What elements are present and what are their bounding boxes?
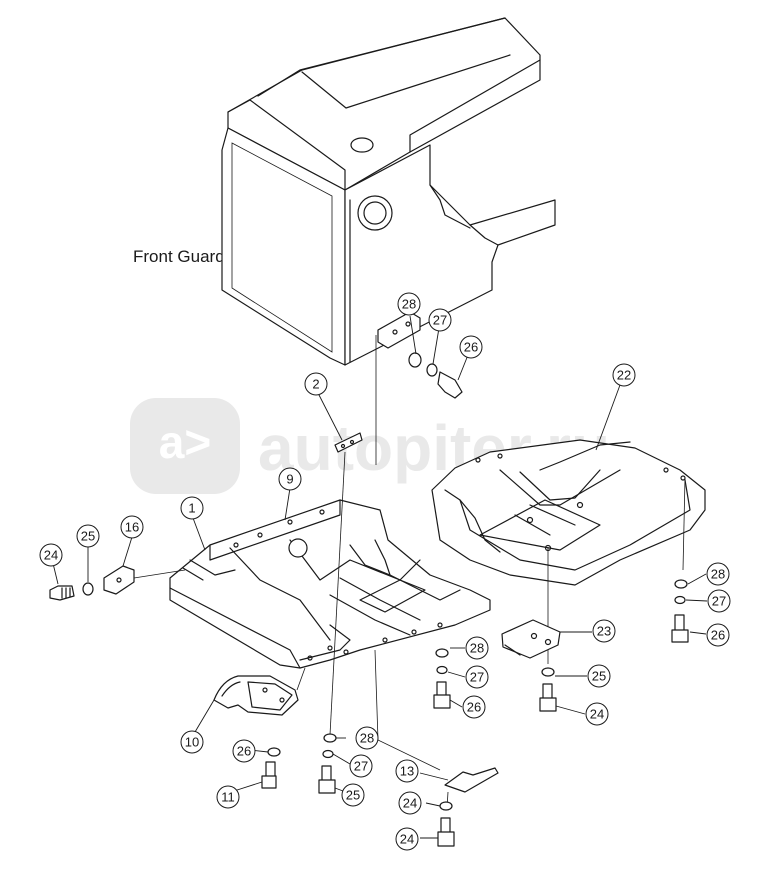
- callout-11: 11: [216, 785, 240, 809]
- svg-text:16: 16: [125, 520, 139, 535]
- callout-26-right: 26: [706, 623, 730, 647]
- svg-text:25: 25: [346, 788, 360, 803]
- svg-text:28: 28: [360, 731, 374, 746]
- callout-9: 9: [278, 467, 302, 491]
- bolt-24-mid: [539, 683, 557, 712]
- bolt-24-bottom: [437, 817, 455, 847]
- callout-13: 13: [395, 759, 419, 783]
- svg-text:25: 25: [592, 669, 606, 684]
- callouts: 28 27 26 2 22 9 1 16 25 24 28 27 26 23 2…: [39, 292, 731, 851]
- washer-28-center: [435, 648, 449, 658]
- callout-27-right: 27: [707, 589, 731, 613]
- callout-24-left: 24: [39, 543, 63, 567]
- svg-text:25: 25: [81, 529, 95, 544]
- bolt-26-bottom: [318, 765, 336, 794]
- callout-28-right: 28: [706, 562, 730, 586]
- washer-27-right: [674, 595, 686, 605]
- svg-text:27: 27: [712, 594, 726, 609]
- callout-25-bottom: 24: [398, 791, 422, 815]
- callout-2: 2: [304, 372, 328, 396]
- washer-27-bottom: [322, 749, 334, 759]
- callout-24-mid: 24: [585, 702, 609, 726]
- callout-25-left: 25: [76, 524, 100, 548]
- svg-text:11: 11: [221, 790, 235, 805]
- bolt-26-center: [433, 681, 451, 709]
- callout-10: 10: [180, 730, 204, 754]
- callout-26-top: 26: [459, 335, 483, 359]
- washer-25-mid: [541, 667, 555, 677]
- hood-hardware: [408, 352, 463, 399]
- washer-25-bottom: [439, 801, 453, 811]
- svg-text:24: 24: [590, 707, 604, 722]
- callout-1: 1: [180, 496, 204, 520]
- svg-text:13: 13: [400, 764, 414, 779]
- callout-16: 16: [120, 515, 144, 539]
- part-23-plate: [501, 619, 561, 659]
- svg-text:26: 26: [711, 628, 725, 643]
- callout-27-bottom: 27: [349, 754, 373, 778]
- callout-27-left: 26: [232, 739, 256, 763]
- svg-text:26: 26: [467, 700, 481, 715]
- svg-text:27: 27: [433, 313, 447, 328]
- svg-text:27: 27: [354, 759, 368, 774]
- svg-text:27: 27: [470, 670, 484, 685]
- svg-text:28: 28: [470, 641, 484, 656]
- part-22-under-guard: [431, 439, 706, 664]
- callout-22: 22: [612, 363, 636, 387]
- svg-text:26: 26: [237, 744, 251, 759]
- svg-text:10: 10: [185, 735, 199, 750]
- washer-25-left: [82, 582, 94, 596]
- callout-27-top: 27: [428, 308, 452, 332]
- callout-23: 23: [592, 619, 616, 643]
- callout-26-center: 26: [462, 695, 486, 719]
- part-10-hook: [213, 667, 306, 716]
- washer-27-center: [436, 665, 448, 675]
- watermark-logo-box: [130, 398, 240, 494]
- bolt-11: [261, 761, 277, 789]
- svg-text:24: 24: [403, 796, 417, 811]
- callout-27-center: 27: [465, 665, 489, 689]
- diagram-title: Front Guard: [133, 247, 225, 266]
- callout-25-mid: 25: [587, 664, 611, 688]
- watermark-logo-glyph: a>: [159, 416, 211, 468]
- part-2-bracket: [329, 432, 363, 736]
- svg-text:23: 23: [597, 624, 611, 639]
- svg-text:2: 2: [312, 377, 319, 392]
- callout-28-bottom: 28: [355, 726, 379, 750]
- part-9-main-frame: [169, 499, 491, 669]
- callout-26-bottom: 25: [341, 783, 365, 807]
- washer-28-bottom: [323, 733, 337, 743]
- hardware: [49, 579, 689, 847]
- bolt-26-right: [671, 614, 689, 643]
- svg-text:24: 24: [44, 548, 58, 563]
- svg-text:26: 26: [464, 340, 478, 355]
- svg-text:22: 22: [617, 368, 631, 383]
- washer-27-left: [267, 747, 281, 757]
- watermark: a> autopiter.ru: [130, 398, 610, 494]
- svg-text:1: 1: [188, 501, 195, 516]
- svg-text:28: 28: [711, 567, 725, 582]
- svg-text:28: 28: [402, 297, 416, 312]
- svg-text:9: 9: [286, 472, 293, 487]
- callout-28-center: 28: [465, 636, 489, 660]
- callout-24-bottom: 24: [395, 827, 419, 851]
- callout-28-top: 28: [397, 292, 421, 316]
- svg-text:24: 24: [400, 832, 414, 847]
- washer-28-right: [674, 579, 688, 589]
- front-guard-hood: [221, 17, 556, 366]
